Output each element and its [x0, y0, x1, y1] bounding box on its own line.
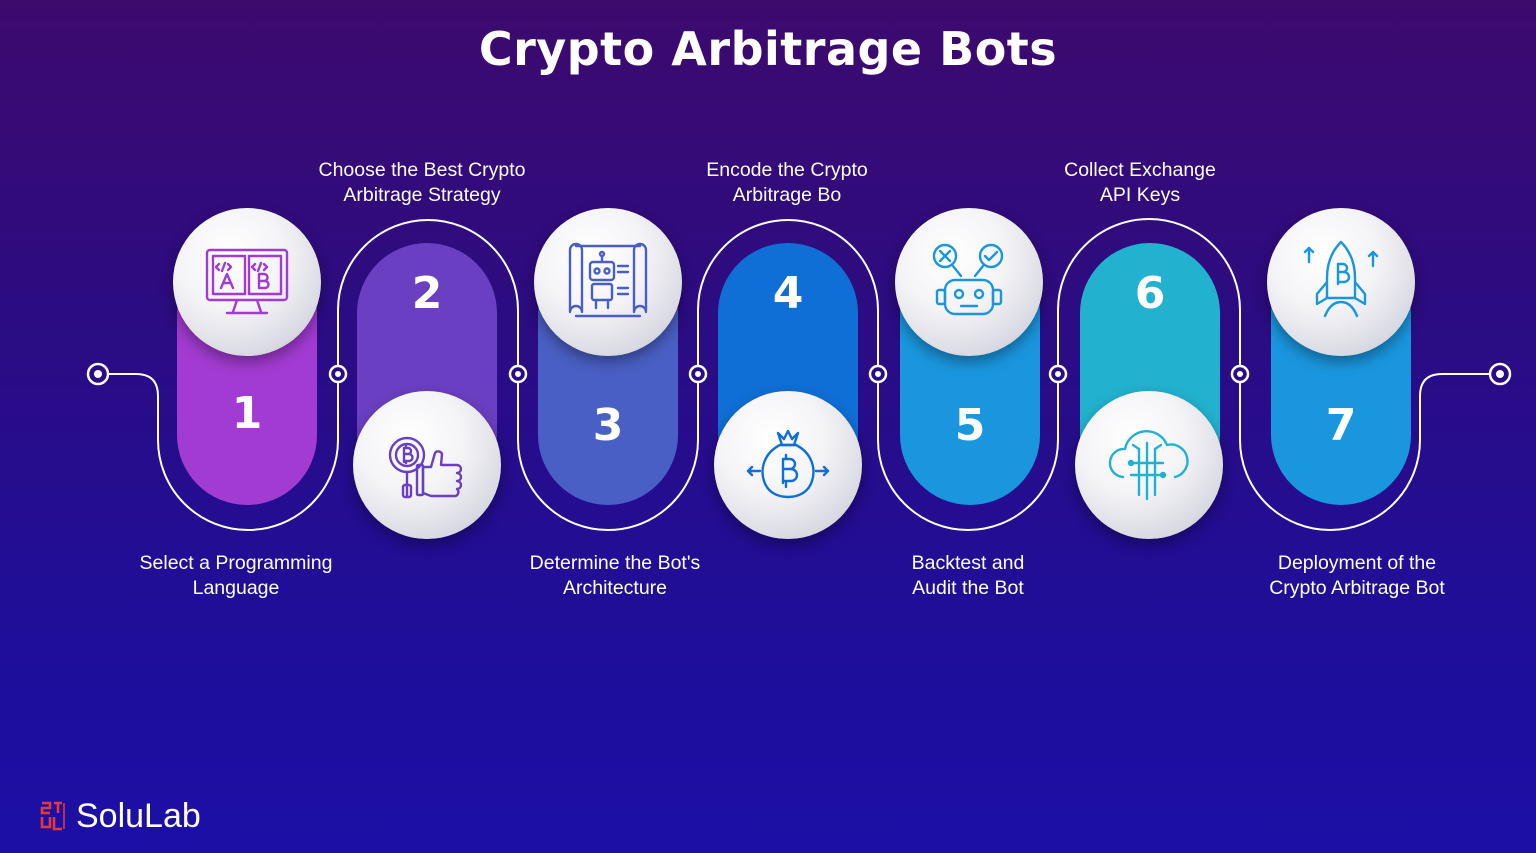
step-2-number: 2 — [411, 268, 443, 319]
step-4-label-line1: Encode the Crypto — [706, 159, 868, 181]
step-4-label-line2: Arbitrage Bo — [732, 184, 842, 206]
step-5-label: Backtest and Audit the Bot — [818, 551, 1118, 601]
step-4-icon-ball — [714, 391, 862, 539]
step-6-label: Collect Exchange API Keys — [990, 158, 1290, 208]
robot-check-cross-icon — [932, 243, 1004, 316]
step-7-label-line1: Deployment of the — [1277, 552, 1437, 574]
bitcoin-thumbs-up-icon — [388, 436, 463, 499]
step-3-label-line1: Determine the Bot's — [529, 552, 701, 574]
step-5-label-line1: Backtest and — [911, 552, 1025, 574]
step-4-number: 4 — [772, 268, 804, 319]
step-6-label-line1: Collect Exchange — [1064, 159, 1216, 181]
step-2-label-line1: Choose the Best Crypto — [318, 159, 526, 181]
step-6-number: 6 — [1134, 268, 1166, 319]
robot-blueprint-icon — [568, 242, 648, 318]
step-3-label: Determine the Bot's Architecture — [465, 551, 765, 601]
step-7-label-line2: Crypto Arbitrage Bot — [1269, 577, 1445, 599]
cloud-circuit-icon — [1108, 430, 1189, 501]
step-1-label-line1: Select a Programming — [139, 552, 333, 574]
page-title: Crypto Arbitrage Bots — [478, 22, 1058, 76]
step-1-label-line2: Language — [192, 577, 280, 599]
step-2-label: Choose the Best Crypto Arbitrage Strateg… — [272, 158, 572, 208]
step-6-label-line2: API Keys — [1099, 184, 1181, 206]
step-1-icon-ball — [173, 208, 321, 356]
brand-name: SoluLab — [76, 796, 201, 835]
step-2-icon-ball — [353, 391, 501, 539]
bitcoin-bag-icon — [746, 429, 830, 499]
code-ab-monitor-icon — [205, 248, 289, 315]
step-1-label: Select a Programming Language — [86, 551, 386, 601]
step-3-label-line2: Architecture — [562, 577, 668, 599]
step-4-label: Encode the Crypto Arbitrage Bo — [637, 158, 937, 208]
step-5-label-line2: Audit the Bot — [912, 577, 1024, 599]
step-2-label-line2: Arbitrage Strategy — [343, 184, 501, 206]
step-7-icon-ball — [1267, 208, 1415, 356]
bitcoin-rocket-icon — [1303, 240, 1379, 318]
step-3-number: 3 — [592, 400, 624, 451]
step-7-label: Deployment of the Crypto Arbitrage Bot — [1207, 551, 1507, 601]
solulab-logo-icon — [40, 801, 65, 831]
step-6-icon-ball — [1075, 391, 1223, 539]
step-1-number: 1 — [231, 388, 263, 439]
step-5-icon-ball — [895, 208, 1043, 356]
brand: SoluLab — [40, 796, 201, 836]
step-5-number: 5 — [954, 400, 986, 451]
step-3-icon-ball — [534, 208, 682, 356]
step-7-number: 7 — [1325, 400, 1357, 451]
